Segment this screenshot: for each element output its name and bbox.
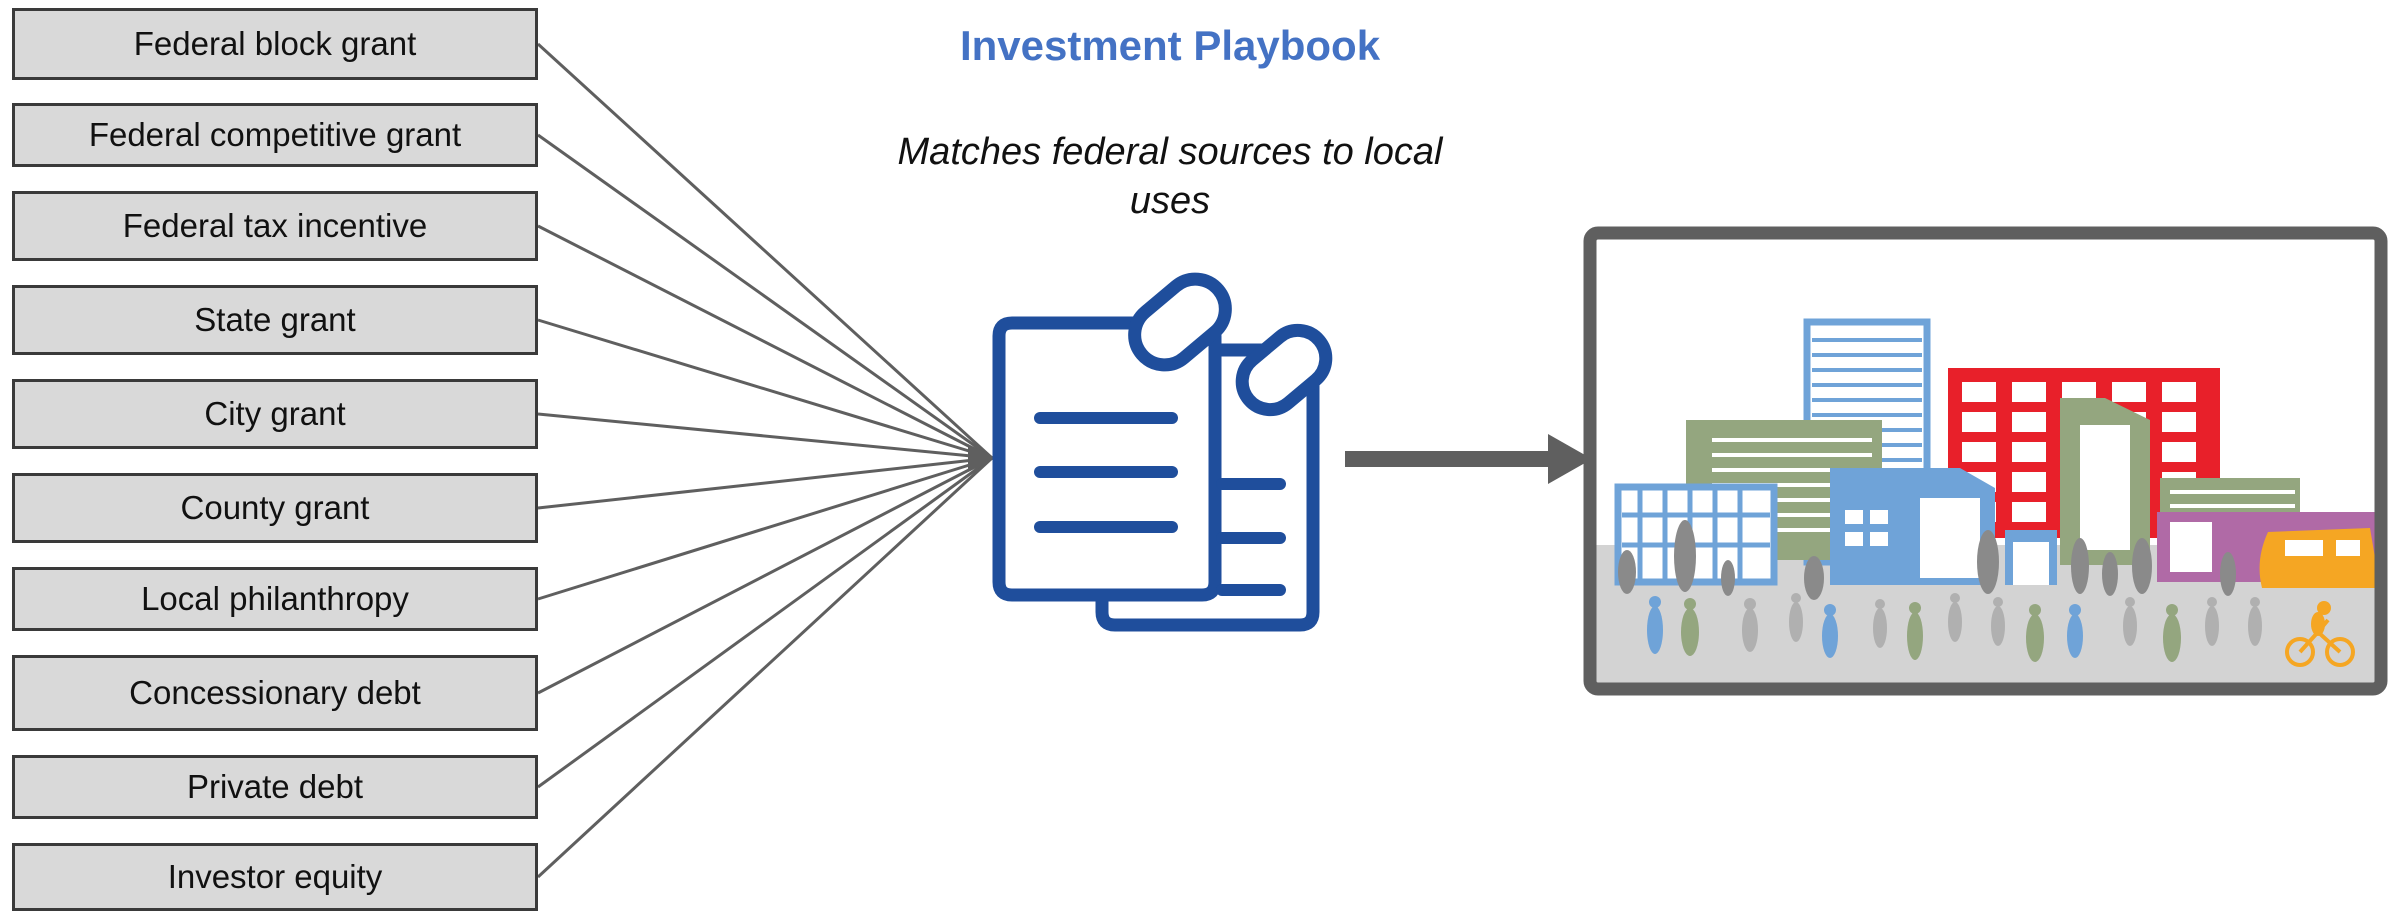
source-box-concessionary-debt: Concessionary debt xyxy=(12,655,538,731)
connector-line xyxy=(537,133,993,460)
connector-arrowhead xyxy=(968,444,996,472)
playbook-subtitle: Matches federal sources to local uses xyxy=(897,131,1443,223)
source-label: County grant xyxy=(180,489,370,526)
source-box-investor-equity: Investor equity xyxy=(12,843,538,911)
source-label: Investor equity xyxy=(167,858,383,895)
connector-line xyxy=(537,412,993,460)
source-box-county-grant: County grant xyxy=(12,473,538,543)
source-label: Federal block grant xyxy=(133,25,417,62)
connector-line xyxy=(536,42,994,460)
connector-line xyxy=(537,456,993,601)
connector-line xyxy=(537,318,993,460)
connector-line xyxy=(537,456,993,789)
source-label: Concessionary debt xyxy=(129,674,421,711)
source-label: State grant xyxy=(194,301,356,338)
source-box-private-debt: Private debt xyxy=(12,755,538,819)
source-box-city-grant: City grant xyxy=(12,379,538,449)
source-box-federal-block-grant: Federal block grant xyxy=(12,8,538,80)
source-label: Private debt xyxy=(186,768,364,805)
source-box-state-grant: State grant xyxy=(12,285,538,355)
connector-line xyxy=(537,456,993,510)
source-label: Federal tax incentive xyxy=(122,207,428,244)
source-label: City grant xyxy=(204,395,346,432)
source-box-local-philanthropy: Local philanthropy xyxy=(12,567,538,631)
source-label: Local philanthropy xyxy=(141,580,409,617)
source-label: Federal competitive grant xyxy=(88,116,462,153)
connector-line xyxy=(536,456,994,879)
source-box-federal-tax-incentive: Federal tax incentive xyxy=(12,191,538,261)
connector-line xyxy=(537,456,993,695)
connector-line xyxy=(537,224,993,460)
playbook-title: Investment Playbook xyxy=(959,22,1381,69)
source-box-federal-competitive-grant: Federal competitive grant xyxy=(12,103,538,167)
